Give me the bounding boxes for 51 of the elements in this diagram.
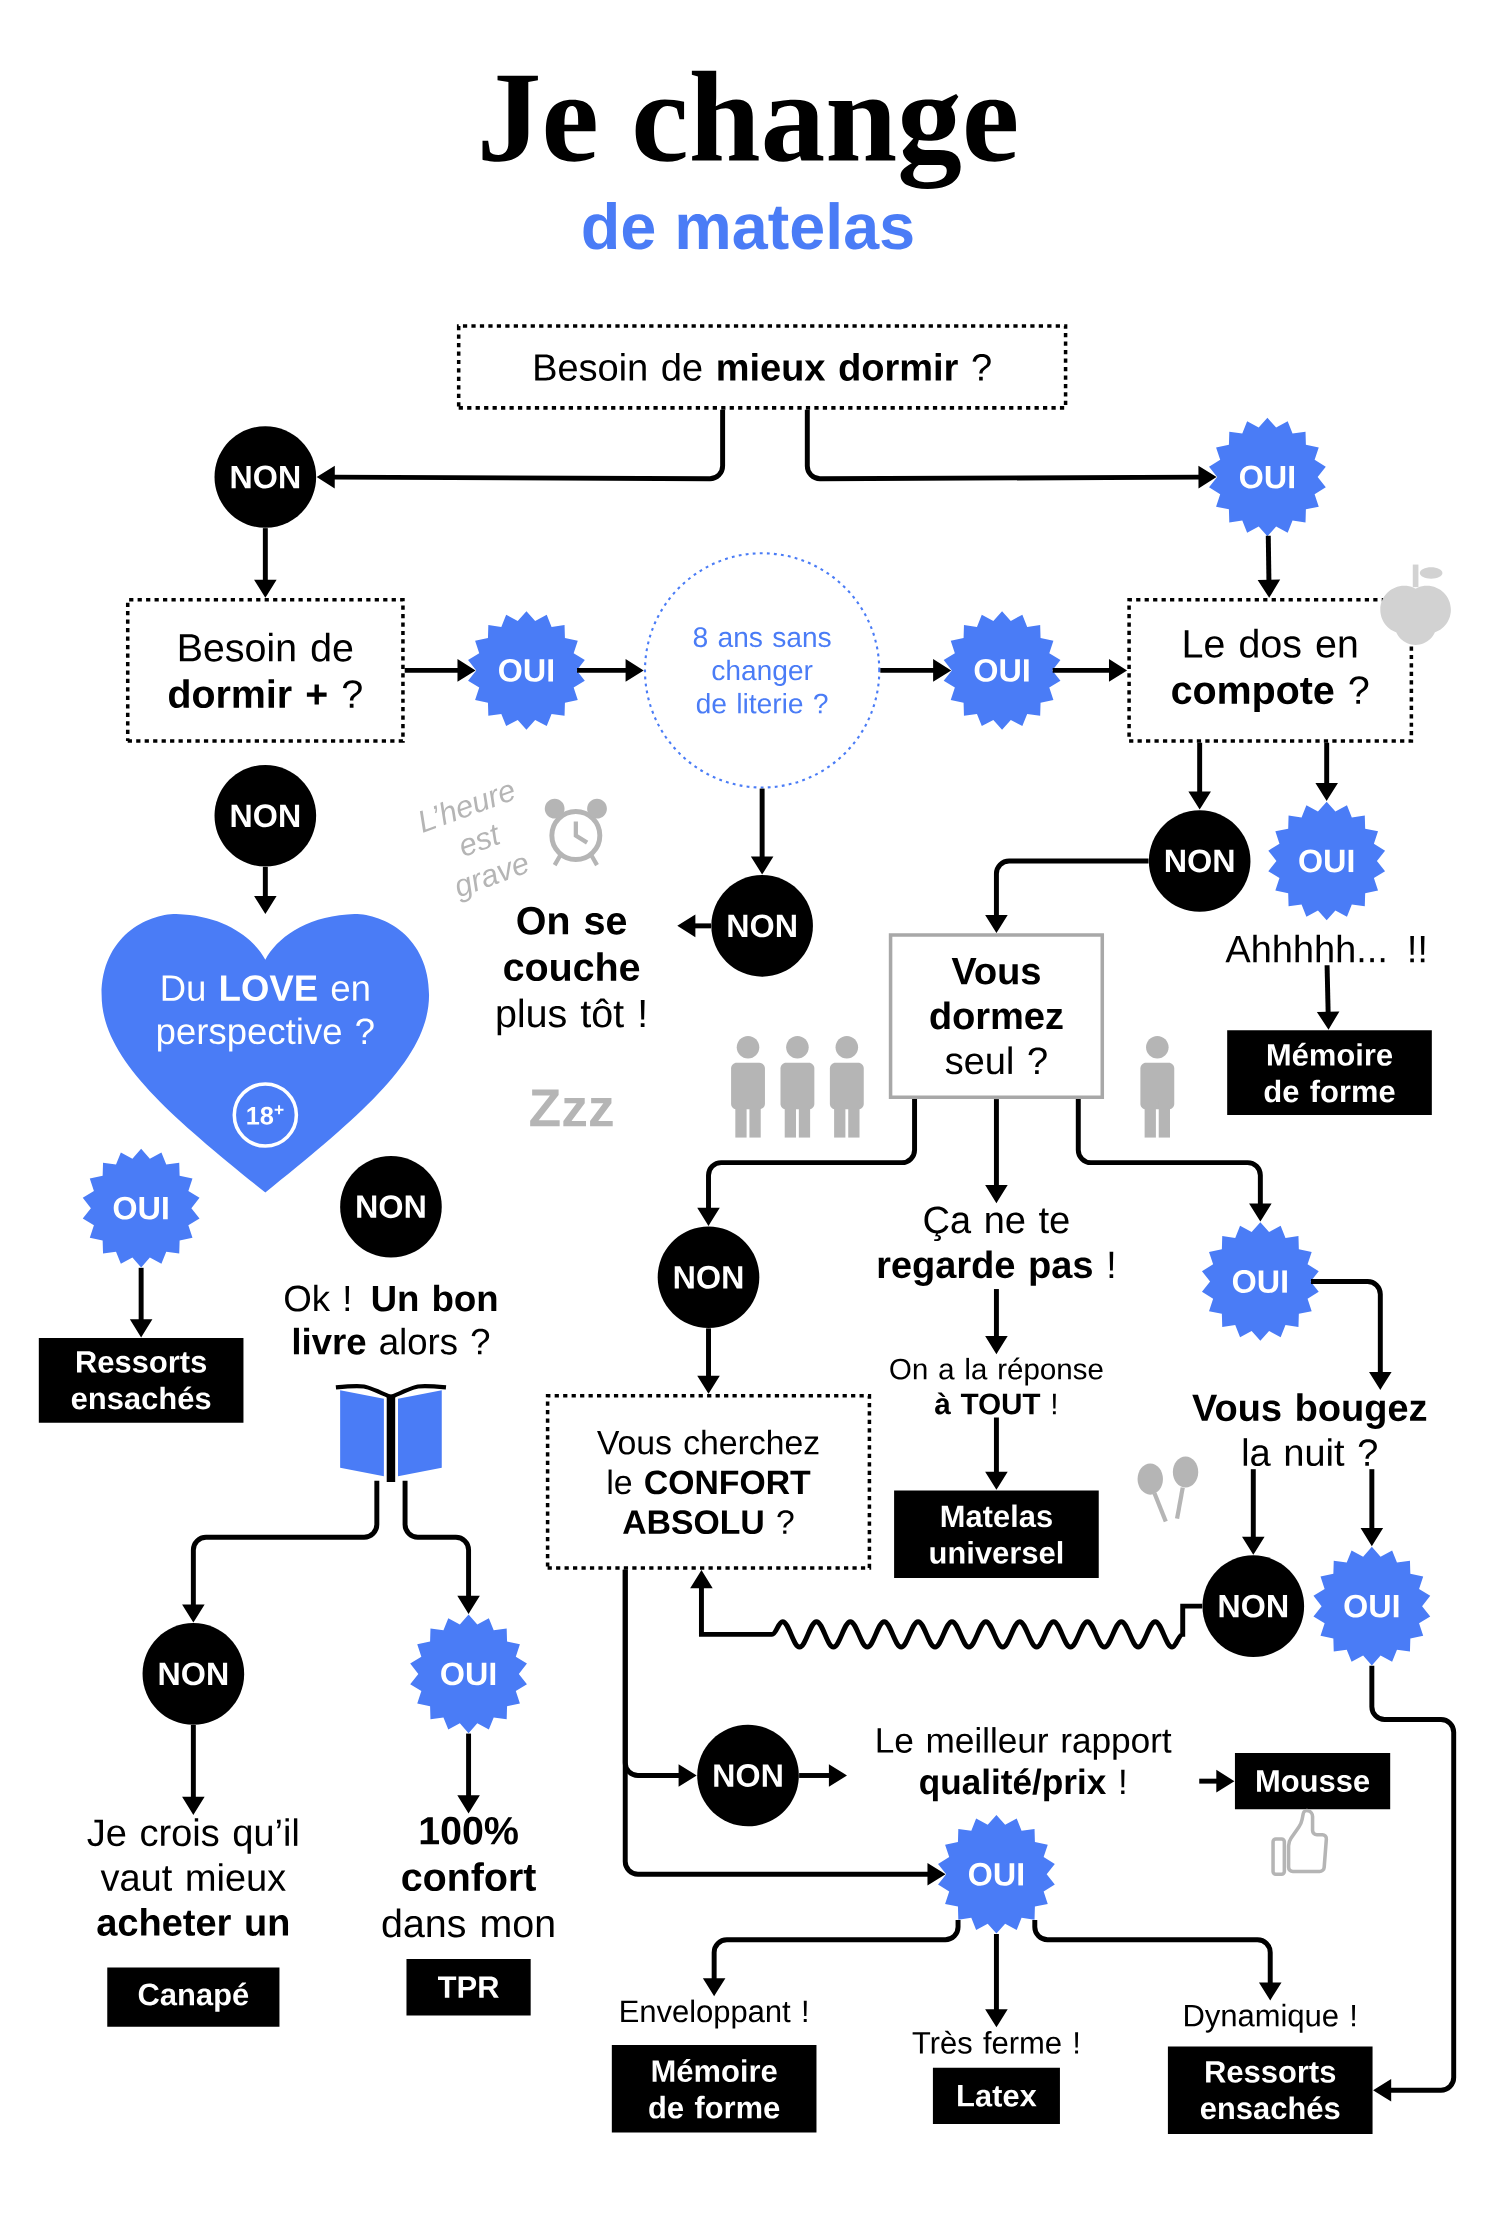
no-badge: NON [142, 1623, 245, 1725]
book-icon [335, 1383, 447, 1482]
yes-badge: OUI [82, 1148, 200, 1268]
title: Je change [482, 70, 1016, 189]
answer-box: Mémoire de forme [1227, 1030, 1432, 1115]
question-box: Vous dormez seul ? [888, 933, 1104, 1100]
subtitle: de matelas [583, 202, 913, 250]
no-badge: NON [711, 875, 813, 977]
yes-badge: OUI [943, 611, 1061, 730]
answer-box: TPR [406, 1959, 531, 2016]
flow-text: 100% confort dans mon [382, 1816, 554, 1938]
question-box: Besoin de dormir + ? [125, 598, 405, 743]
answer-box: Ressorts ensachés [1167, 2046, 1373, 2134]
question-box: Vous cherchez le CONFORT ABSOLU ? [545, 1394, 872, 1570]
handwritten-note: L’heure est grave [419, 784, 528, 903]
flow-text: On se couche plus tôt ! [497, 906, 645, 1036]
flow-text: Très ferme ! [912, 2030, 1078, 2054]
answer-box: Mousse [1234, 1752, 1391, 1810]
no-badge: NON [214, 426, 316, 528]
answer-box: Mémoire de forme [611, 2045, 817, 2133]
flow-text: Enveloppant ! [621, 1999, 807, 2029]
answer-box: Matelas universel [893, 1490, 1099, 1578]
yes-badge: OUI [410, 1614, 527, 1734]
question-box: Besoin de mieux dormir ? [456, 324, 1068, 410]
flow-text: Vous bougez la nuit ? [1192, 1393, 1427, 1467]
no-badge: NON [214, 764, 316, 867]
yes-badge: OUI [467, 611, 585, 730]
flow-text: Ok ! Un bon livre alors ? [284, 1284, 497, 1355]
answer-box: Latex [932, 2067, 1060, 2125]
flow-text: Je crois qu’il vaut mieux acheter un [87, 1818, 298, 1936]
answer-box: Canapé [107, 1967, 280, 2027]
yes-badge: OUI [1313, 1546, 1431, 1666]
flow-text: Ahhhhh... !! [1225, 934, 1425, 963]
yes-badge: OUI [937, 1815, 1055, 1934]
no-badge: NON [697, 1724, 799, 1827]
question-box: Le dos en compote ? [1127, 598, 1413, 743]
yes-badge: OUI [1208, 417, 1326, 537]
age-badge: 18$^{+}$ [232, 1082, 299, 1148]
flow-text: Ça ne te regarde pas ! [878, 1206, 1114, 1286]
flow-text: On a la réponse à TOUT ! [890, 1357, 1103, 1415]
yes-badge: OUI [1201, 1222, 1319, 1341]
no-badge: NON [1202, 1555, 1304, 1657]
no-badge: NON [340, 1155, 442, 1258]
arrow [1369, 1665, 1457, 2102]
flow-text: Le meilleur rapport qualité/prix ! [877, 1727, 1172, 1802]
no-badge: NON [657, 1226, 760, 1329]
sleep-text: Zzz [530, 1089, 613, 1127]
flow-text: Dynamique ! [1184, 2003, 1355, 2033]
answer-box: Ressorts ensachés [38, 1338, 244, 1423]
yes-badge: OUI [1268, 801, 1385, 921]
no-badge: NON [1148, 810, 1251, 912]
